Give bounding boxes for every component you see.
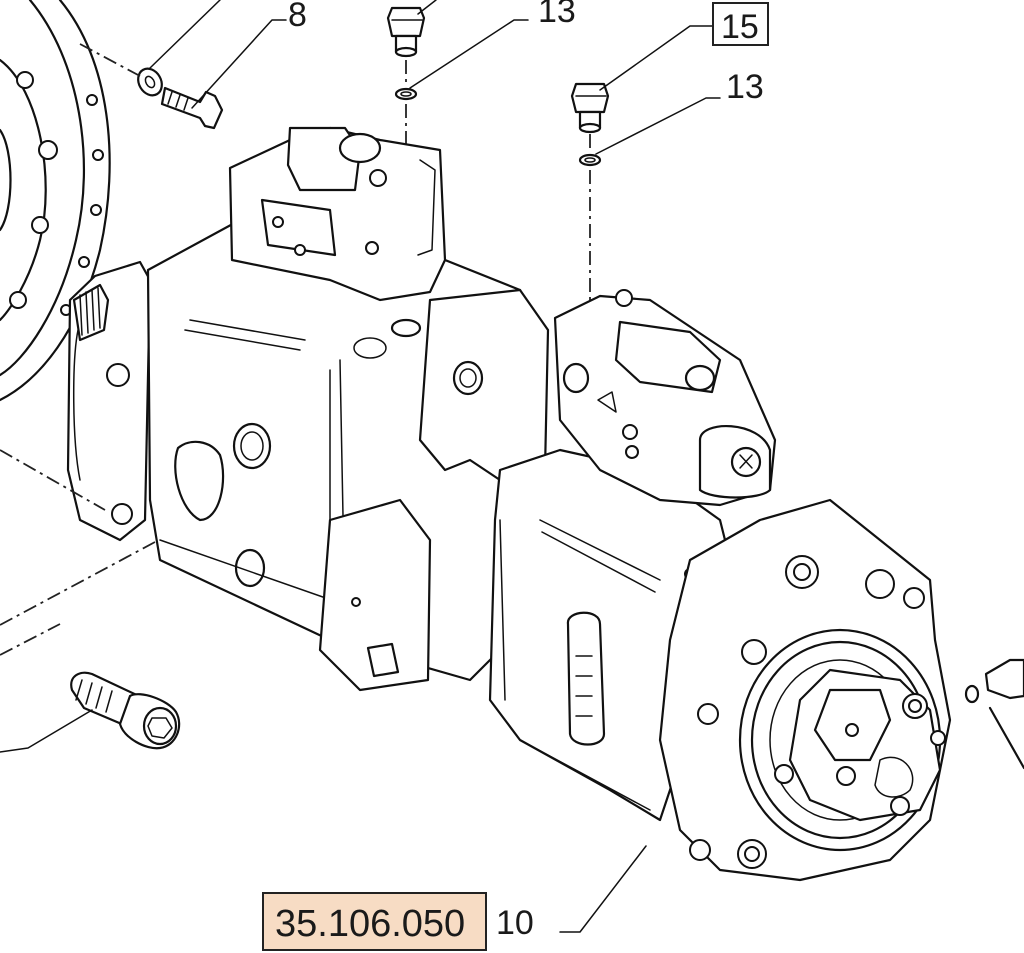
callout-10: 10 <box>496 904 534 942</box>
callout-15-box: 15 <box>712 2 769 46</box>
flywheel-housing <box>0 0 111 402</box>
reference-code[interactable]: 35.106.050 <box>275 903 465 945</box>
callout-13-upper: 13 <box>538 0 576 30</box>
callout-13-lower: 13 <box>726 68 764 106</box>
hydraulic-pump-body <box>66 126 952 882</box>
leader-lines <box>0 0 721 933</box>
reference-link[interactable]: 35.106.050 <box>262 892 487 951</box>
side-fitting-right <box>964 658 1024 770</box>
callout-15: 15 <box>721 8 759 46</box>
callout-8: 8 <box>288 0 307 34</box>
fitting-right <box>570 82 610 300</box>
bolt-assembly-bottom-left <box>0 449 181 750</box>
reference-code-highlight[interactable] <box>262 892 487 951</box>
